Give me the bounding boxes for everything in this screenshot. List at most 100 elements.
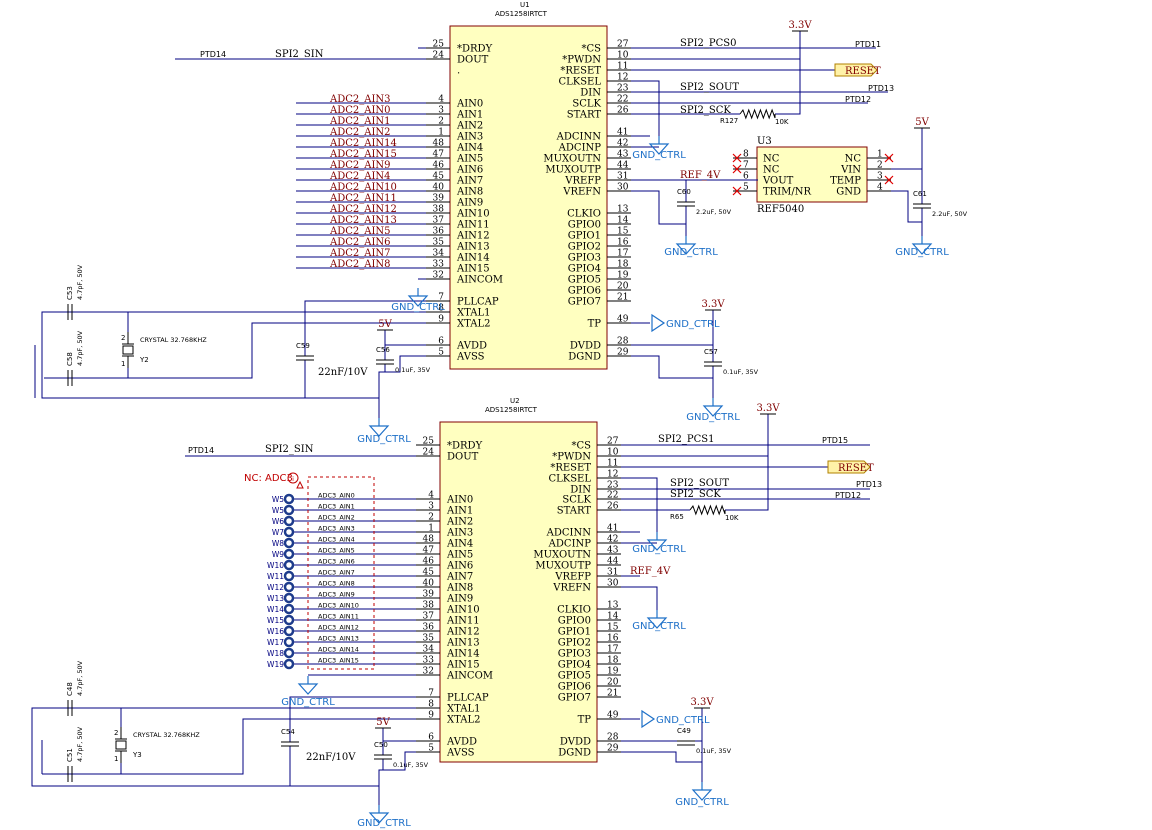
pin-name: DVDD — [560, 737, 591, 748]
pin-name: AIN4 — [456, 143, 483, 154]
pin-number: 23 — [617, 84, 629, 94]
u2-ain-net: ADC3_AIN12 — [318, 624, 359, 632]
pin-number: 35 — [433, 238, 445, 248]
pin-number: 42 — [607, 535, 618, 545]
pin-number: 27 — [617, 40, 629, 50]
ref4v-label-u2: REF_4V — [630, 566, 671, 577]
pin-name: DVDD — [570, 341, 601, 352]
u2-3v3-port: 3.3V — [756, 403, 780, 415]
gnd-u1-clksel: GND_CTRL — [632, 136, 686, 161]
pin-name: MUXOUTP — [545, 165, 601, 176]
pin-name: *DRDY — [457, 44, 493, 55]
spi2-sout-label-u2: SPI2_SOUT — [670, 478, 729, 489]
pin-name: AIN13 — [456, 242, 490, 253]
pin-number: 1 — [438, 128, 444, 138]
gnd-label: GND_CTRL — [632, 621, 686, 632]
spi2-pcs1-label: SPI2_PCS1 — [658, 434, 714, 445]
cap-ref: C56 — [376, 346, 390, 354]
pin-name: NC — [845, 154, 862, 165]
wire — [631, 80, 660, 136]
spi2-sin-label-u2: SPI2_SIN — [265, 444, 314, 455]
nc-dashed-box — [307, 476, 375, 670]
cap-ref: C54 — [281, 728, 295, 736]
nc-stroke — [732, 164, 742, 174]
pin-number: 15 — [607, 623, 619, 633]
cap-ref: C49 — [677, 727, 691, 735]
ptd11-label: PTD11 — [855, 40, 881, 49]
gnd-triangle — [675, 243, 697, 255]
ptd14-label: PTD14 — [200, 50, 226, 59]
pin-name: AVDD — [446, 737, 477, 748]
pin-name: XTAL1 — [457, 308, 490, 319]
xtal-body — [115, 740, 127, 750]
wire — [621, 477, 658, 532]
cap-ref: C48 — [66, 682, 74, 696]
pin-number: 33 — [433, 260, 445, 270]
pin-number: 12 — [607, 470, 618, 480]
no-connect-marker — [884, 175, 894, 185]
pin-number: 40 — [423, 579, 435, 589]
gnd-triangle — [407, 295, 429, 307]
pin-name: VIN — [840, 165, 861, 176]
xtal-pin: 1 — [121, 360, 125, 368]
wire-point — [283, 526, 295, 538]
pin-number: 25 — [423, 437, 435, 447]
pin-number: 11 — [607, 459, 618, 469]
pin-name: SCLK — [572, 99, 601, 110]
gnd-label: GND_CTRL — [391, 302, 445, 313]
u2-group: U2ADS1258IRTCT*DRDY25DOUT24AIN04AIN13AIN… — [416, 397, 621, 763]
port-shape — [827, 460, 871, 474]
pin-name: VREFN — [562, 187, 601, 198]
pin-name: AIN10 — [456, 209, 490, 220]
wire — [289, 696, 416, 742]
wire-point-label: W5 — [272, 495, 284, 504]
nc-adc3-label: NC: ADC3 — [244, 473, 293, 484]
pin-name: AIN10 — [446, 605, 480, 616]
pin-number: 1 — [877, 150, 883, 160]
pin-name: AIN3 — [456, 132, 483, 143]
spi2-sout-label-u1: SPI2_SOUT — [680, 82, 739, 93]
chip-part: REF5040 — [757, 204, 804, 215]
pin-number: 43 — [607, 546, 619, 556]
gnd-label: GND_CTRL — [632, 544, 686, 555]
pin-name: NC — [763, 154, 780, 165]
pin-name: AIN6 — [446, 561, 473, 572]
gnd-triangle — [368, 425, 390, 437]
pin-number: 5 — [428, 744, 434, 754]
u1-3v3-port: 3.3V — [788, 20, 812, 32]
info-icon — [287, 472, 299, 484]
u2-ain-net: ADC3_AIN5 — [318, 547, 355, 555]
u2-ain-net: ADC3_AIN14 — [318, 646, 359, 654]
wire-point-label: W13 — [267, 594, 284, 603]
pin-number: 6 — [438, 337, 444, 347]
pin-name: AIN5 — [446, 550, 473, 561]
pin-number: 30 — [617, 183, 629, 193]
pin-name: MUXOUTN — [533, 550, 591, 561]
no-connect-marker — [884, 153, 894, 163]
pin-name: AIN8 — [446, 583, 473, 594]
pin-number: 2 — [438, 117, 444, 127]
pin-number: 39 — [423, 590, 435, 600]
chip-designator: U3 — [757, 136, 772, 147]
xtal-pin: 2 — [114, 729, 118, 737]
pin-number: 41 — [617, 128, 628, 138]
info-icon-glyph: i — [292, 475, 294, 483]
u1-ain-net: ADC2_AIN11 — [329, 193, 397, 204]
pin-number: 38 — [433, 205, 445, 215]
gnd-u2-clksel: GND_CTRL — [632, 532, 686, 555]
pin-name: AIN2 — [446, 517, 473, 528]
wire-point — [283, 548, 295, 560]
u1-ain-net: ADC2_AIN7 — [329, 248, 391, 259]
pin-number: 37 — [423, 612, 435, 622]
pin-number: 46 — [423, 557, 435, 567]
wire — [725, 414, 769, 511]
ptd12-label-u2: PTD12 — [835, 491, 861, 500]
pin-number: 47 — [433, 150, 445, 160]
wire-point-label: W10 — [267, 561, 284, 570]
pin-name: *DRDY — [447, 441, 483, 452]
gnd-c57: GND_CTRL — [686, 398, 740, 423]
gnd-c60: GND_CTRL — [664, 236, 718, 258]
pin-name: . — [457, 66, 460, 77]
resistor-ref: R127 — [720, 117, 738, 125]
